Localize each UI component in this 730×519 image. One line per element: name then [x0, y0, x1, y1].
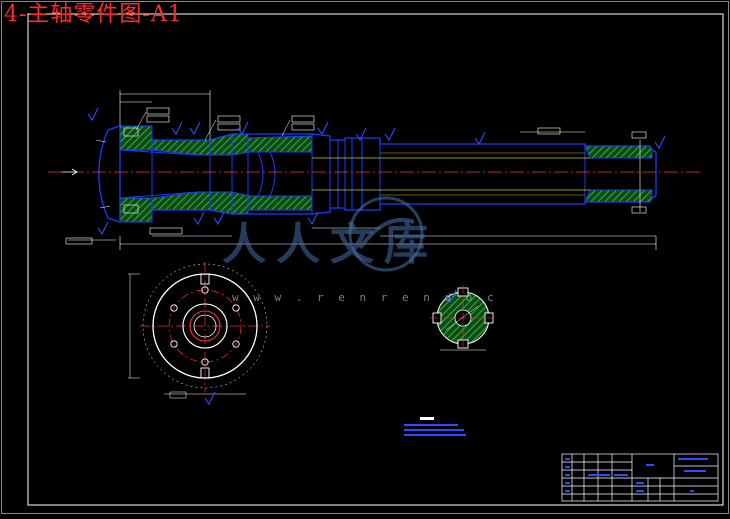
- title-block-marks: [565, 458, 708, 492]
- watermark-text: 人人文库: [222, 219, 438, 270]
- taper-bore: [119, 149, 199, 199]
- technical-notes: [404, 417, 466, 436]
- flange-face: [107, 125, 121, 223]
- flange-dims: [128, 273, 246, 399]
- section-hatch-right-lower: [584, 189, 653, 203]
- leaders: [95, 111, 291, 209]
- section-arrow-a: [62, 168, 78, 176]
- title-block: [561, 453, 719, 502]
- watermark-url: w w w . r e n r e n d o c: [232, 291, 498, 304]
- spline-section-view: [430, 285, 496, 351]
- roughness-marks: [87, 107, 666, 236]
- dimensions: [68, 90, 657, 250]
- section-hatch-upper: [119, 125, 313, 156]
- flange-end-view: [128, 262, 270, 406]
- keyways: [200, 273, 210, 379]
- bolt-holes: [170, 286, 240, 366]
- inner-bore-lines: [312, 152, 590, 196]
- section-hatch-right-upper: [584, 145, 653, 159]
- watermark-logo: [348, 196, 424, 272]
- tolerance-frames: [65, 107, 647, 245]
- flange-arc: [98, 129, 109, 219]
- drawing-frame: [27, 13, 724, 506]
- drawing-title: 4-主轴零件图-A1: [4, 2, 183, 27]
- main-shaft-view: [48, 90, 700, 250]
- bearing-curves: [257, 151, 276, 197]
